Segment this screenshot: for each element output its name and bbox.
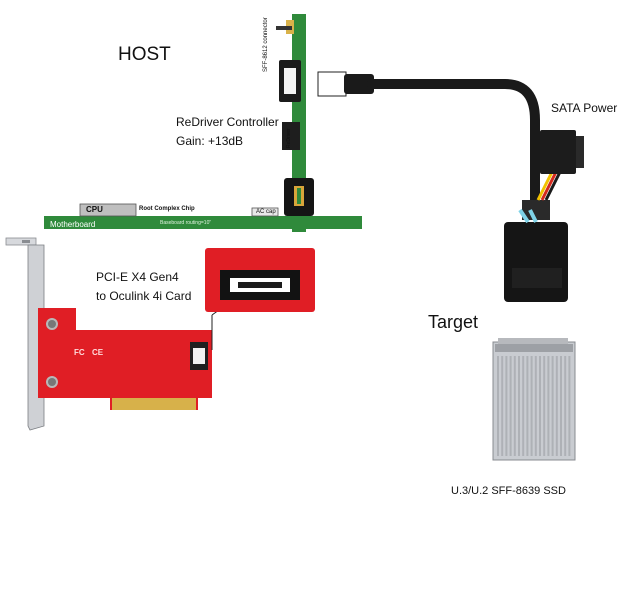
ssd-fin xyxy=(535,356,537,456)
ssd-fin xyxy=(522,356,524,456)
redriver-chip-text: ReDriver xyxy=(286,128,292,148)
oculink-callout xyxy=(205,248,315,312)
ssd-fin xyxy=(518,356,520,456)
redriver-controller-label: ReDriver Controller xyxy=(176,115,279,129)
sata-power-label: SATA Power xyxy=(551,101,617,115)
target-label: Target xyxy=(428,312,478,333)
pcie-card-label-line2: to Oculink 4i Card xyxy=(96,289,191,303)
ssd-drive xyxy=(493,338,575,460)
ssd-fin xyxy=(556,356,558,456)
board-edge-connector xyxy=(284,178,314,216)
redriver-gain-label: Gain: +13dB xyxy=(176,134,243,148)
ssd-fin xyxy=(505,356,507,456)
ssd-fin xyxy=(514,356,516,456)
pcie-card xyxy=(38,308,212,410)
ssd-label: U.3/U.2 SFF-8639 SSD xyxy=(451,485,566,497)
host-label: HOST xyxy=(118,44,171,66)
ssd-fin xyxy=(543,356,545,456)
ssd-fin xyxy=(547,356,549,456)
ac-cap-text: AC cap xyxy=(256,209,276,215)
ssd-fin xyxy=(510,356,512,456)
ssd-fin xyxy=(526,356,528,456)
ssd-fin xyxy=(564,356,566,456)
ssd-fin xyxy=(552,356,554,456)
root-complex-text: Root Complex Chip xyxy=(139,206,195,212)
motherboard-text: Motherboard xyxy=(50,220,95,229)
ssd-fin xyxy=(531,356,533,456)
ssd-fin xyxy=(539,356,541,456)
sff-connector-text: SFF-8612 connector xyxy=(263,17,269,72)
fc-mark: FC xyxy=(74,348,85,357)
ce-mark: CE xyxy=(92,348,103,357)
sata-power-connector xyxy=(540,130,584,174)
ssd-fin xyxy=(497,356,499,456)
baseboard-trace-text: Baseboard routing=10" xyxy=(160,220,211,226)
ssd-fin xyxy=(501,356,503,456)
cpu-text: CPU xyxy=(86,205,103,214)
ssd-fin xyxy=(560,356,562,456)
pcie-card-label-line1: PCI-E X4 Gen4 xyxy=(96,270,179,284)
oculink-cable xyxy=(318,72,568,302)
sff-8612-connector xyxy=(279,60,301,102)
ssd-fin xyxy=(568,356,570,456)
